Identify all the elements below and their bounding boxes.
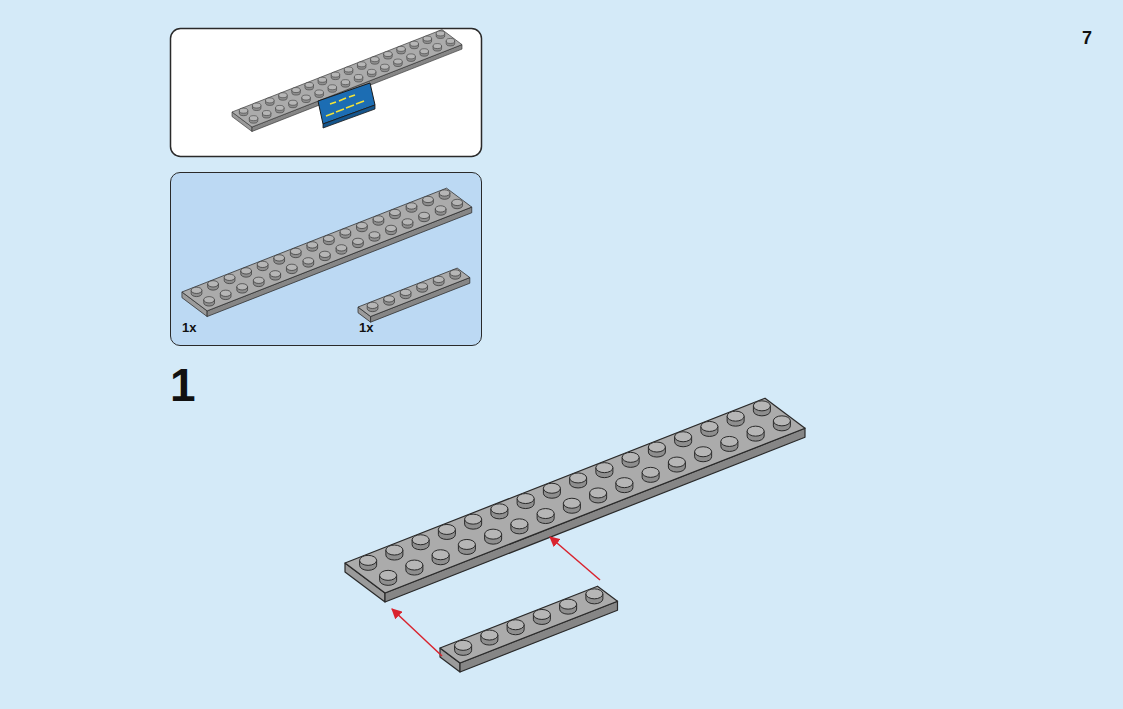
page-number: 7 (1082, 29, 1092, 47)
quantity-label: 1x (359, 320, 373, 335)
result-panel (171, 29, 482, 157)
short-plate (440, 586, 618, 672)
step-number: 1 (170, 362, 196, 408)
parts-illustration (170, 172, 482, 346)
long-plate (345, 398, 805, 602)
quantity-label: 1x (182, 320, 196, 335)
assembly-arrows (392, 537, 600, 656)
assembled-model (232, 30, 462, 132)
parts-callout-box: 1x 1x (170, 172, 482, 346)
sign-tile (318, 83, 375, 128)
